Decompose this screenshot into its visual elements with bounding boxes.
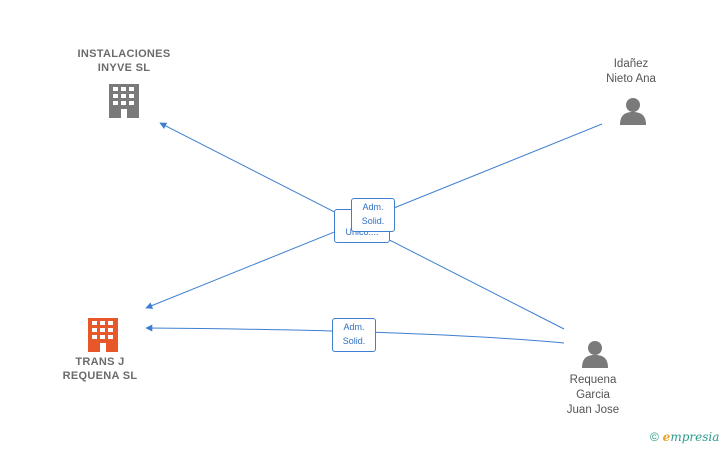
edge-label-adm-solid-requena[interactable]: Adm. Solid. <box>332 318 376 352</box>
node-label-line: Requena <box>569 374 617 386</box>
edge-label-type: Solid. <box>361 216 385 226</box>
node-label-line: INSTALACIONES <box>77 48 171 60</box>
node-label-line: INYVE SL <box>97 62 151 74</box>
edge-label-type: Solid. <box>342 336 366 346</box>
empresia-watermark: © empresia <box>650 430 719 444</box>
person-icon-requena <box>582 341 608 368</box>
node-label-line: Idañez <box>613 58 649 70</box>
node-label-line: TRANS J <box>75 356 125 368</box>
node-label-line: REQUENA SL <box>62 370 138 382</box>
copyright-symbol: © <box>650 430 659 444</box>
edge-label-role: Adm. <box>343 322 365 332</box>
node-label-line: Juan Jose <box>566 404 620 416</box>
edge-label-role: Adm. <box>362 202 384 212</box>
node-label-instalaciones: INSTALACIONES INYVE SL <box>64 47 184 75</box>
edge-label-type: Unico.... <box>345 227 379 237</box>
edge-requena-to-trans <box>145 324 565 344</box>
node-label-line: Garcia <box>576 389 610 401</box>
building-icon-trans <box>88 318 118 352</box>
node-label-line: Nieto Ana <box>606 73 656 85</box>
building-icon-instalaciones <box>109 84 139 118</box>
edge-label-adm-solid-idanez[interactable]: Adm. Solid. <box>351 198 395 232</box>
brand-name: mpresia <box>670 430 720 444</box>
brand-initial: e <box>662 430 671 444</box>
node-label-idanez: Idañez Nieto Ana <box>593 57 669 87</box>
person-icon-idanez <box>620 98 646 125</box>
node-label-requena: Requena Garcia Juan Jose <box>555 373 631 418</box>
node-label-trans: TRANS J REQUENA SL <box>40 355 160 383</box>
